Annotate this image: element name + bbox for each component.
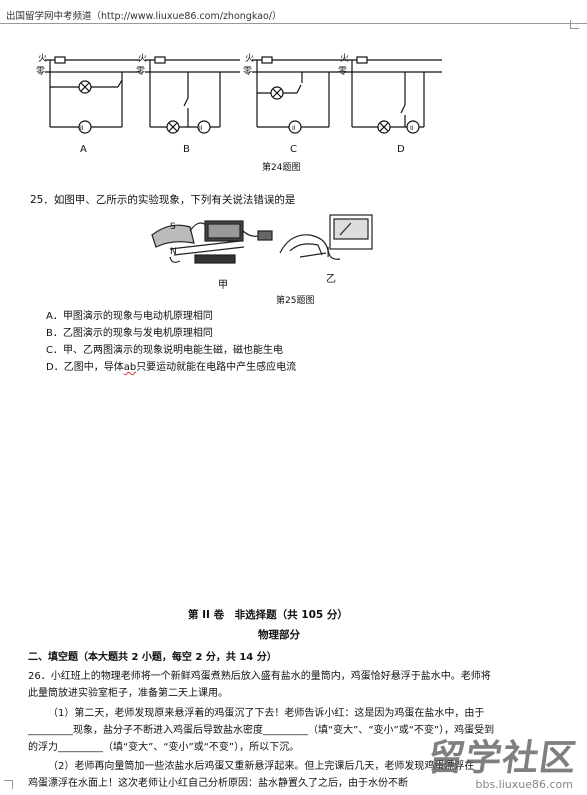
option-c: C．甲、乙两图演示的现象说明电能生磁，磁也能生电 xyxy=(46,345,283,356)
option-d: D．乙图中，导体ab只要运动就能在电路中产生感应电流 xyxy=(46,358,296,373)
option-label-b: B xyxy=(183,144,190,155)
q26-text-line: 26．小红班上的物理老师将一个新鲜鸡蛋煮熟后放入盛有盐水的量筒内，鸡蛋恰好悬浮于… xyxy=(28,671,491,682)
circuit-a xyxy=(45,56,140,134)
live-label: 火 xyxy=(340,54,350,64)
corner-mark xyxy=(570,20,579,29)
magnet-n-label: N xyxy=(170,247,177,257)
header-divider xyxy=(0,23,587,24)
q26-part2-line: 鸡蛋漂浮在水面上！这次老师让小红自己分析原因：盐水静置久了之后，由于水份不断 xyxy=(28,778,408,789)
q26-text-line: 此量筒放进实验室柜子，准备第二天上课用。 xyxy=(28,688,228,699)
corner-mark xyxy=(4,780,13,789)
live-label: 火 xyxy=(38,54,48,64)
figure-caption: 第25题图 xyxy=(276,296,315,306)
neutral-label: 零 xyxy=(338,67,348,77)
q26-part1-line: _________现象，盐分子不断进入鸡蛋后导致盐水密度_________（填“… xyxy=(28,725,495,736)
page-header: 出国留学网中考频道（http://www.liuxue86.com/zhongk… xyxy=(6,11,282,22)
live-label: 火 xyxy=(138,54,148,64)
option-d-prefix: D．乙图中，导体 xyxy=(46,362,124,373)
watermark-logo: 留学社区 xyxy=(425,738,580,779)
option-label-d: D xyxy=(397,144,405,155)
question-stem: 25．如图甲、乙所示的实验现象，下列有关说法错误的是 xyxy=(30,194,296,206)
q26-part1-line: （1）第二天，老师发现原来悬浮着的鸡蛋沉了下去！老师告诉小红：这是因为鸡蛋在盐水… xyxy=(48,708,485,719)
option-label-a: A xyxy=(80,144,87,155)
option-a: A．甲图演示的现象与电动机原理相同 xyxy=(46,311,213,322)
circuit-c xyxy=(252,56,347,134)
neutral-label: 零 xyxy=(136,67,146,77)
option-b: B．乙图演示的现象与发电机原理相同 xyxy=(46,328,213,339)
figure-label-jia: 甲 xyxy=(218,280,228,291)
live-label: 火 xyxy=(245,54,255,64)
socket-label: II xyxy=(199,125,203,132)
circuit-d xyxy=(347,56,442,134)
circuit-b xyxy=(145,56,240,134)
part2-title: 第 II 卷 非选择题（共 105 分） xyxy=(188,609,348,621)
magnet-s-label: S xyxy=(170,222,176,232)
part2-subtitle: 物理部分 xyxy=(258,629,300,641)
figure-label-yi: 乙 xyxy=(326,274,336,285)
socket-label: II xyxy=(410,125,414,132)
neutral-label: 零 xyxy=(243,67,253,77)
q25-experiment-figure xyxy=(151,214,373,264)
socket-label: II xyxy=(80,125,84,132)
q26-part2-line: （2）老师再向量筒加一些浓盐水后鸡蛋又重新悬浮起来。但上完课后几天，老师发现鸡蛋… xyxy=(48,761,475,772)
option-d-ab: ab xyxy=(123,362,137,373)
socket-label: II xyxy=(292,125,296,132)
option-label-c: C xyxy=(290,144,297,155)
option-d-suffix: 只要运动就能在电路中产生感应电流 xyxy=(136,362,297,373)
q26-part1-line: 的浮力_________（填“变大”、“变小”或“不变”），所以下沉。 xyxy=(28,742,300,753)
neutral-label: 零 xyxy=(36,67,46,77)
figure-caption: 第24题图 xyxy=(262,163,301,173)
section-heading: 二、填空题（本大题共 2 小题，每空 2 分，共 14 分） xyxy=(28,652,277,663)
q24-circuit-figure: II II II II xyxy=(45,56,442,134)
watermark-url: bbs.liuxue86.com xyxy=(475,778,573,791)
